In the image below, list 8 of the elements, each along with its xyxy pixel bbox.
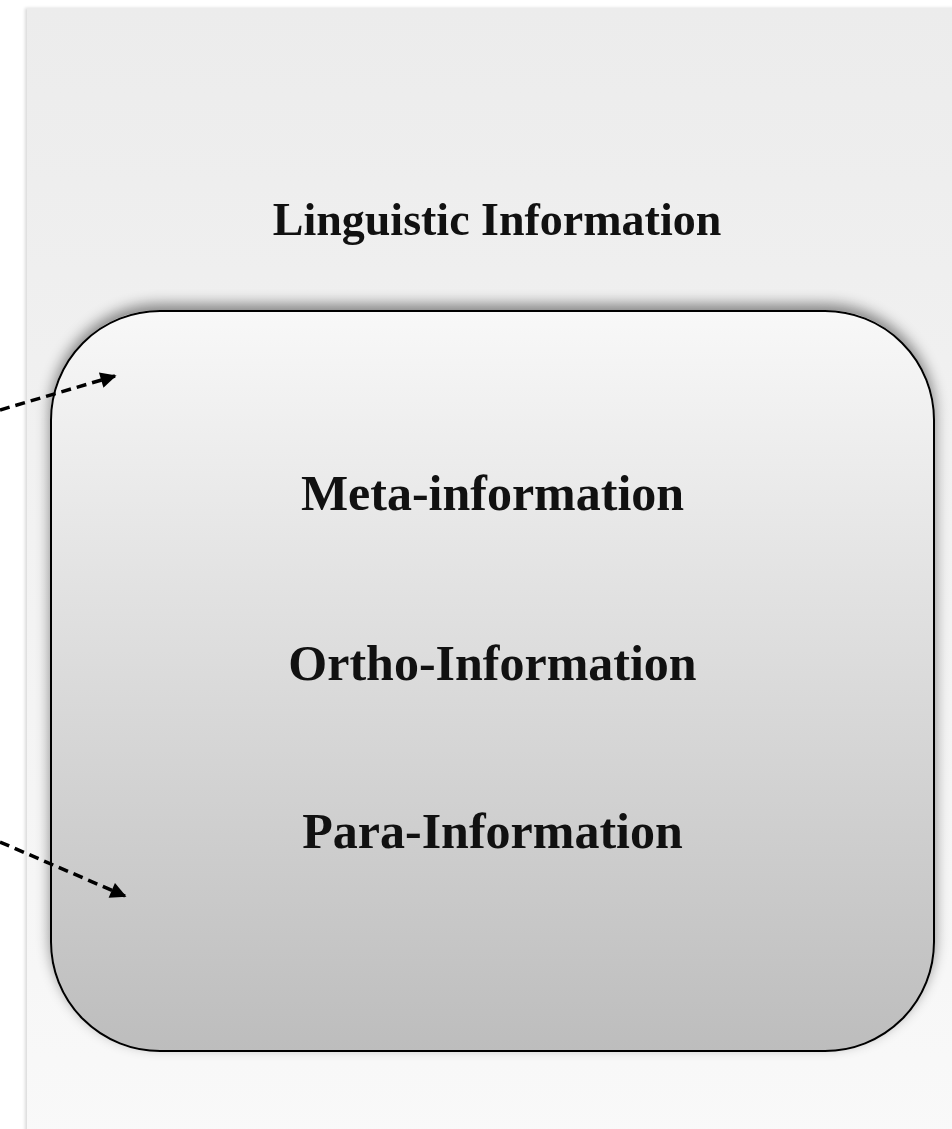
panel-background (27, 8, 952, 1129)
box-text: Para-Information (302, 802, 683, 860)
rounded-box (50, 310, 935, 1052)
heading: Linguistic Information (272, 193, 722, 246)
box-text: Ortho-Information (288, 634, 697, 692)
dashed-arrow (0, 372, 117, 412)
box-text: Meta-information (300, 464, 685, 522)
dashed-arrow (0, 840, 127, 898)
